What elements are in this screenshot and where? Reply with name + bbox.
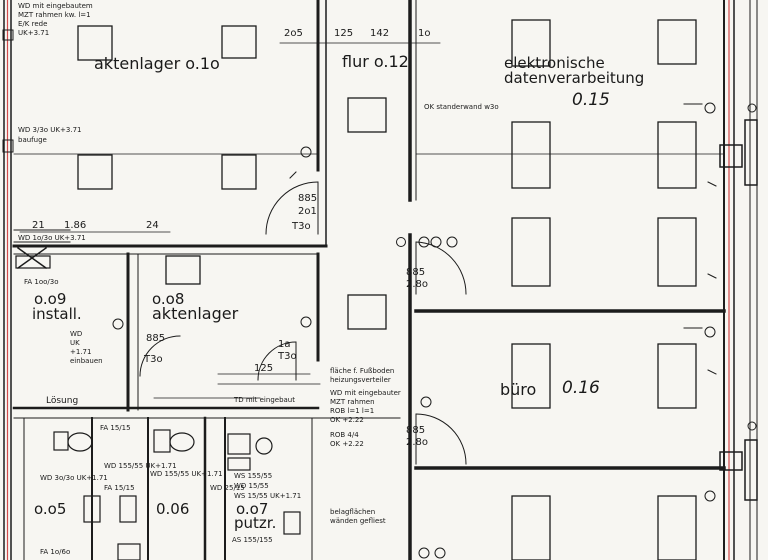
dim-top-1o: 1o [418,28,431,39]
note-inst-4: einbauen [70,357,103,365]
electrical-fixtures [112,102,717,559]
room-number-015: 0.15 [572,90,610,110]
room-label-buero: büro [500,380,537,399]
dim-door-280-b: 2.8o [406,279,429,290]
note-fa-bottom: FA 1o/6o [40,548,71,556]
note-ok222: OK +2.22 [330,440,364,448]
note-top-left-4: UK+3.71 [18,29,50,37]
note-flache-1: fläche f. Fußboden [330,367,395,375]
note-wd-25: WD 25/15 [210,484,245,492]
room-number-009: o.o9 [34,290,67,308]
note-inst-wd: WD 1o/3o UK+3.71 [18,234,86,242]
room-label-aktenlager-010: aktenlager o.1o [94,54,220,73]
room-number-007: o.o7 [236,500,269,518]
dim-top-125: 125 [334,28,354,39]
note-wd-3o: WD 3o/3o UK+1.71 [40,474,108,482]
note-inst-fa: FA 1oo/3o [24,278,59,286]
note-ws-2: WS 15/55 UK+1.71 [234,492,302,500]
room-number-006: 0.06 [156,500,190,518]
note-wd-155: WD 155/55 UK+1.71 [104,462,177,470]
dim-mid-885: 885 [146,333,166,344]
note-losung: Lösung [46,396,79,406]
note-wd-15: WD 15/55 [234,482,269,490]
room-label-flur-012: flur o.12 [342,52,409,71]
note-td: TD mit eingebaut [234,396,295,404]
dim-mid-125: 125 [254,363,274,374]
note-rob: ROB 4/4 [330,431,359,439]
dim-door-201: 2o1 [298,206,317,217]
wc-fixtures [53,429,301,560]
note-as-155: AS 155/155 [232,536,273,544]
note-wd-155b: WD 155/55 UK+1.71 [150,470,223,478]
dim-top-142: 142 [370,28,390,39]
room-label-aktenlager-008: aktenlager [152,304,239,323]
note-belag-2: wänden gefliest [330,517,386,525]
note-inst-3: +1.71 [70,348,92,356]
dim-top-205: 2o5 [284,28,303,39]
dim-door-885-a: 885 [298,193,318,204]
left-window-markers [13,229,71,270]
note-wd-1: WD mit eingebauter [330,389,401,397]
room-number-005: o.o5 [34,500,67,518]
note-edv-ok: OK standerwand w3o [424,103,499,111]
right-outer-wall [719,0,758,560]
dimension-lines [19,42,441,399]
room-label-installation: install. [32,305,82,323]
note-flache-2: heizungsverteiler [330,376,391,384]
note-belag-1: belagflächen [330,508,376,516]
room-label-edv-line1: elektronische [504,54,605,72]
note-left-wd-2: baufuge [18,136,47,144]
note-ws-155: WS 155/55 [234,472,273,480]
room-label-putzraum: putzr. [234,514,277,532]
dim-door-885-c: 885 [406,425,426,436]
door-swings [139,181,467,465]
dim-door-280-c: 2.8o [406,437,429,448]
dim-left-21: 21 [32,220,45,231]
room-label-edv-line2: datenverarbeitung [504,69,645,87]
note-wd-2: MZT rahmen [330,398,375,406]
dim-mid-t3o-b: T3o [278,351,297,362]
note-top-left-1: WD mit eingebautem [18,2,93,10]
dim-left-24: 24 [146,220,159,231]
dim-left-186: 1.86 [64,220,87,231]
dim-door-885-b: 885 [406,267,426,278]
note-inst-1: WD [70,330,83,338]
note-top-left-3: E/K rede [18,20,48,28]
note-top-left-2: MZT rahmen kw. l=1 [18,11,91,19]
interior-walls [12,0,726,560]
note-fa-155: FA 15/15 [100,424,131,432]
note-wd-3: ROB l=1 l=1 [330,407,375,415]
note-fa-155b: FA 15/15 [104,484,135,492]
desk-rectangles [77,19,697,560]
note-wd-4: OK +2.22 [330,416,364,424]
dim-mid-t3o: T3o [144,354,163,365]
room-number-016: 0.16 [562,378,600,398]
dim-mid-1a: 1a [278,339,291,350]
left-outer-wall [2,0,14,560]
note-inst-2: UK [70,339,80,347]
dim-door-t3o-a: T3o [292,221,311,232]
note-left-wd-1: WD 3/3o UK+3.71 [18,126,82,134]
room-number-008: o.o8 [152,290,185,308]
